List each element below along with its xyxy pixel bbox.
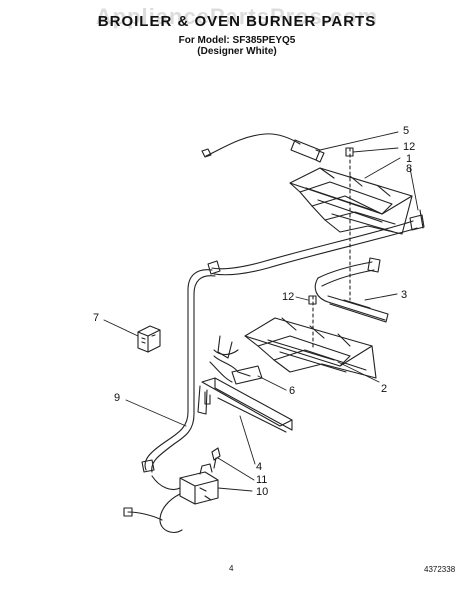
callout-5: 5 [403,125,409,137]
page-number: 4 [229,564,234,573]
callout-3: 3 [401,289,407,301]
variant-line: (Designer White) [197,46,277,57]
callout-6: 6 [289,385,295,397]
oven-burner [213,317,377,379]
document-number: 4372338 [424,565,456,574]
model-line: For Model: SF385PEYQ5 [178,35,296,46]
diagram-title: BROILER & OVEN BURNER PARTS [97,13,377,30]
alignment-lines [312,147,351,351]
gas-supply-line [141,269,216,473]
watermark: AppliancePartsPros.com [95,4,379,29]
burner-bracket [197,377,293,433]
callout-12-upper: 12 [403,141,415,153]
callout-10: 10 [256,486,268,498]
leader-lines [103,131,419,492]
burner-gas-tube [207,209,425,276]
callout-12-lower: 12 [282,291,294,303]
callout-2: 2 [381,383,387,395]
callout-8: 8 [406,163,412,175]
safety-valve [123,447,221,533]
callout-9: 9 [114,392,120,404]
callout-7: 7 [93,312,99,324]
broiler-igniter [201,133,325,163]
broiler-burner [289,167,413,235]
oven-igniter [314,257,389,323]
callout-4: 4 [256,461,262,473]
callout-11: 11 [256,474,267,486]
terminal-block [137,325,161,353]
callout-1: 1 [406,153,412,165]
screw-lower [308,295,317,305]
